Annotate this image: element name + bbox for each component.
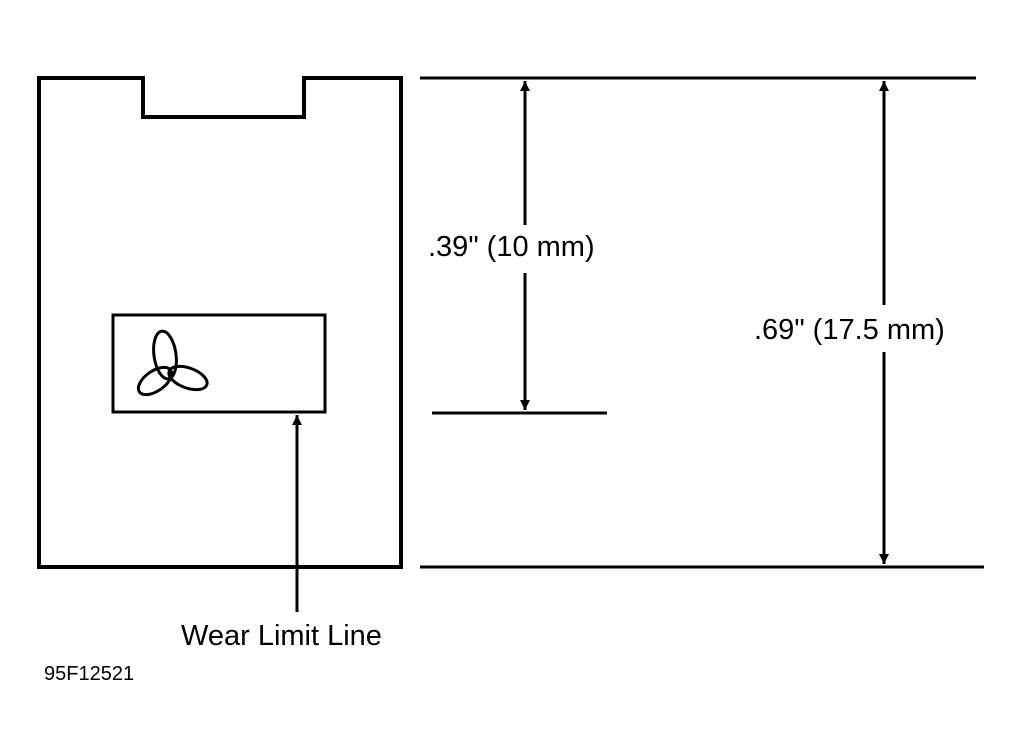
full-dimension-label: .69" (17.5 mm): [754, 314, 945, 346]
pad-outline: [37, 76, 403, 569]
short-dimension-label: .39" (10 mm): [428, 231, 595, 263]
figure-id-label: 95F12521: [44, 663, 134, 685]
three-leaf-wear-indicator-icon: [136, 329, 209, 397]
wear-limit-window: [111, 313, 327, 414]
wear-limit-line-label: Wear Limit Line: [181, 620, 382, 652]
